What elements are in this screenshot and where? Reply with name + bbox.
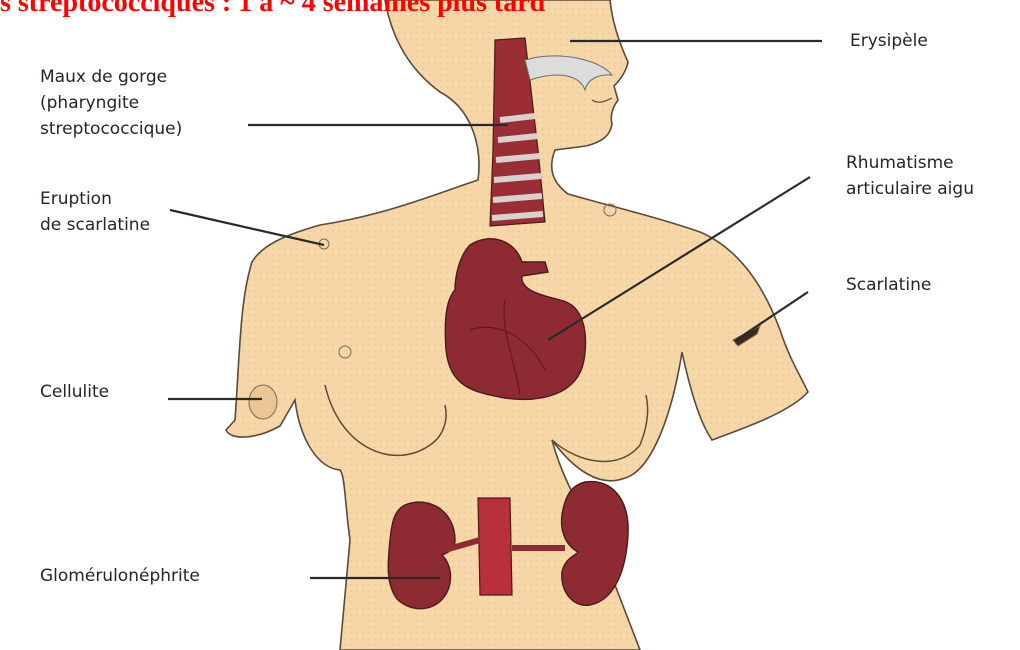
- label-line: de scarlatine: [40, 212, 150, 238]
- label-line: articulaire aigu: [846, 176, 974, 202]
- label-scarlatine: Scarlatine: [846, 272, 931, 298]
- label-line: Eruption: [40, 186, 150, 212]
- label-line: (pharyngite: [40, 90, 182, 116]
- label-line: Glomérulonéphrite: [40, 563, 200, 589]
- label-erysipele: Erysipèle: [850, 28, 928, 54]
- label-line: streptococcique): [40, 116, 182, 142]
- leader-eruption: [170, 210, 324, 245]
- label-glomerulonephrite: Glomérulonéphrite: [40, 563, 200, 589]
- label-line: Maux de gorge: [40, 64, 182, 90]
- label-cellulite: Cellulite: [40, 379, 109, 405]
- caption-title: s streptococciques : 1 à ~ 4 semaines pl…: [0, 0, 760, 18]
- label-line: Cellulite: [40, 379, 109, 405]
- label-line: Erysipèle: [850, 28, 928, 54]
- label-line: Scarlatine: [846, 272, 931, 298]
- kidney-right: [562, 482, 629, 606]
- label-eruption-de-scarlatine: Eruption de scarlatine: [40, 186, 150, 238]
- aorta: [478, 498, 512, 595]
- label-rhumatisme-articulaire-aigu: Rhumatisme articulaire aigu: [846, 150, 974, 202]
- label-line: Rhumatisme: [846, 150, 974, 176]
- label-maux-de-gorge: Maux de gorge (pharyngite streptococciqu…: [40, 64, 182, 142]
